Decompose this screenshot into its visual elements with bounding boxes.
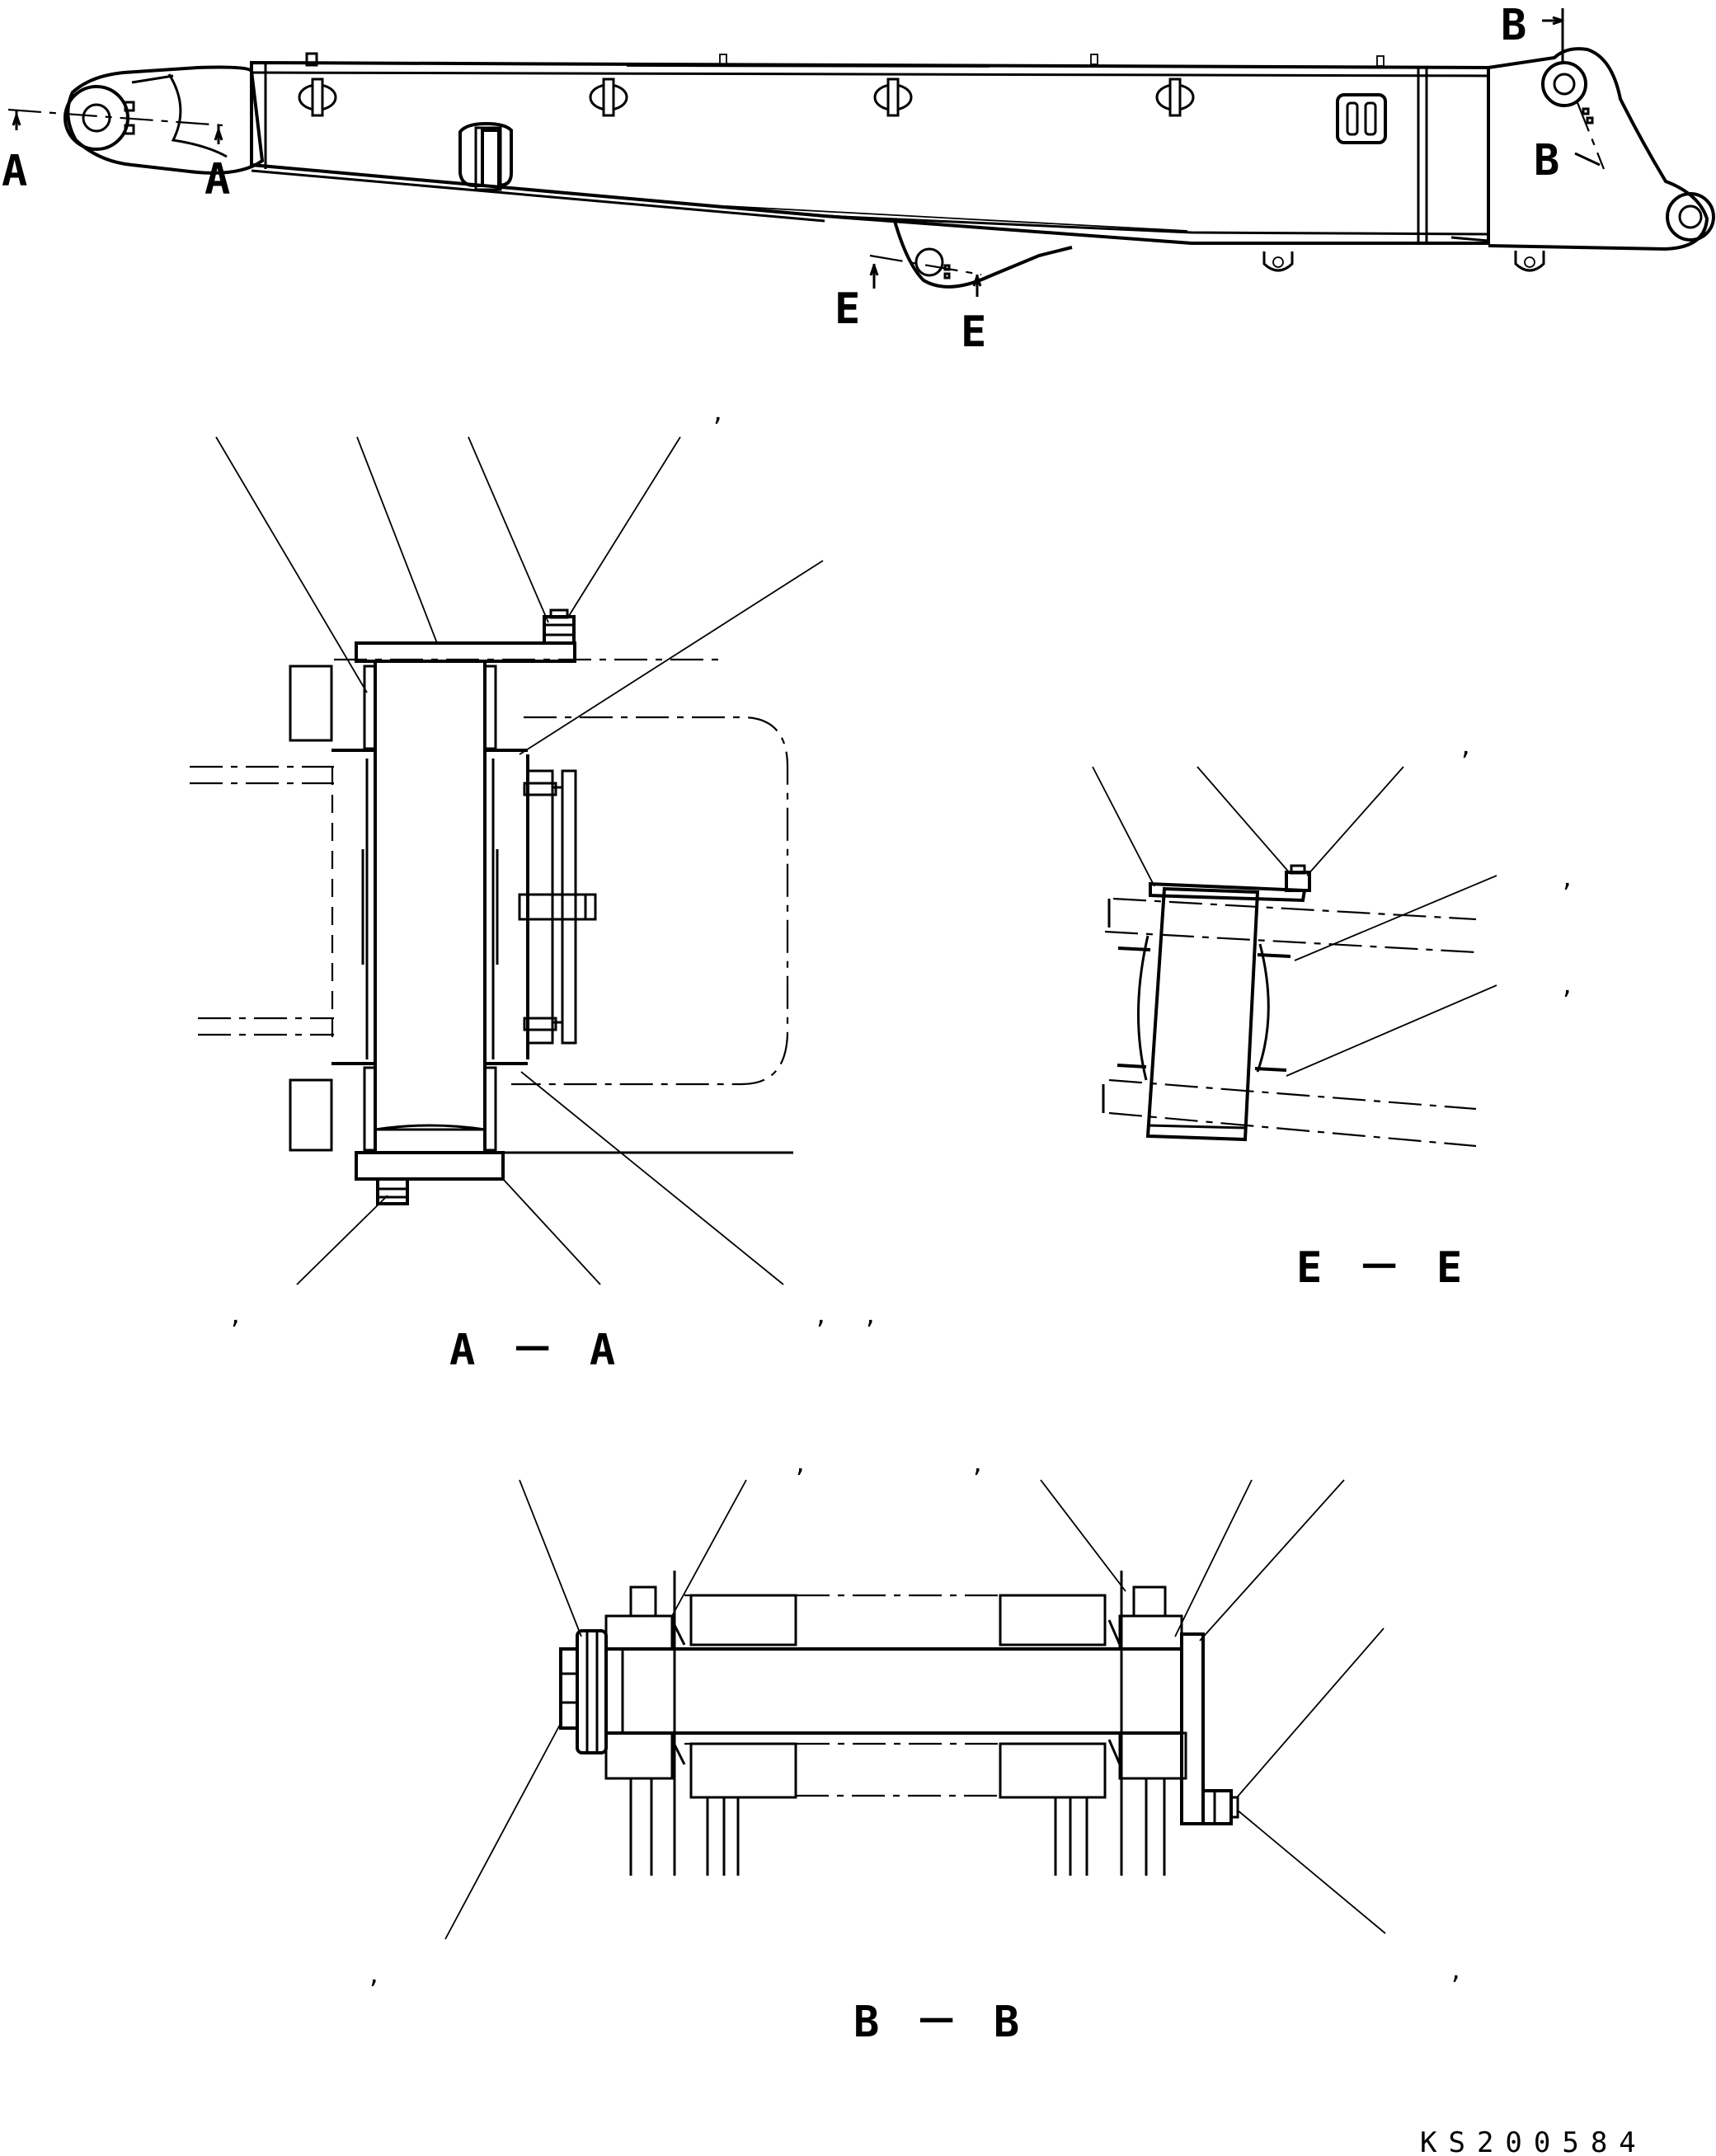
section-mark-a-left: A bbox=[2, 147, 27, 196]
aa-bottom-bolt bbox=[376, 1177, 409, 1205]
bb-bosses bbox=[604, 1571, 1187, 1876]
ee-bolt bbox=[1285, 864, 1311, 892]
access-plate bbox=[1336, 93, 1387, 144]
ee-comma-2: , bbox=[1563, 861, 1572, 894]
aa-leader-lines bbox=[215, 436, 824, 1285]
section-ee-title: E － E bbox=[1296, 1243, 1467, 1293]
boom-foot bbox=[1450, 47, 1715, 251]
boom-side-view: A A B B E E bbox=[2, 1, 1715, 357]
ee-comma-3: , bbox=[1563, 968, 1572, 1001]
section-ee-view: , , , E － E bbox=[1092, 729, 1572, 1293]
hose-clamp-bracket bbox=[458, 121, 513, 191]
aa-link-bracket bbox=[518, 754, 597, 1059]
bottom-tabs bbox=[1262, 251, 1545, 272]
section-line-aa bbox=[7, 108, 223, 144]
section-mark-b-bottom: B bbox=[1534, 136, 1559, 186]
aa-comma-2: , bbox=[231, 1298, 240, 1331]
bb-comma-4: , bbox=[1451, 1953, 1460, 1986]
ee-pin-body bbox=[1117, 881, 1307, 1142]
section-bb-title: B － B bbox=[853, 1998, 1024, 2047]
ee-leader-lines bbox=[1092, 766, 1497, 1077]
aa-comma-1: , bbox=[713, 395, 722, 428]
section-mark-a-right: A bbox=[205, 155, 230, 204]
bb-comma-1: , bbox=[796, 1446, 805, 1479]
aa-pin bbox=[374, 660, 487, 1154]
drawing-code: KS200584 bbox=[1420, 2126, 1648, 2156]
section-line-bb bbox=[1542, 8, 1606, 170]
bb-right-lockplate bbox=[1180, 1632, 1239, 1825]
bb-comma-2: , bbox=[973, 1446, 982, 1479]
section-line-ee bbox=[869, 254, 982, 297]
top-tabs bbox=[305, 52, 1385, 67]
section-bb-view: , , , , bbox=[369, 1446, 1460, 2047]
bb-left-nut bbox=[559, 1629, 608, 1754]
ee-comma-1: , bbox=[1461, 729, 1470, 762]
section-aa-view: , , , , bbox=[190, 395, 875, 1375]
aa-comma-4: , bbox=[866, 1298, 875, 1331]
bb-pin bbox=[604, 1647, 1183, 1735]
lifting-eye-fittings bbox=[298, 78, 1195, 117]
bb-comma-3: , bbox=[369, 1957, 378, 1990]
aa-top-bolt bbox=[543, 608, 576, 645]
section-mark-b-top: B bbox=[1501, 1, 1526, 50]
section-mark-e-left: E bbox=[834, 284, 860, 334]
boom-main-box bbox=[250, 60, 1490, 245]
aa-bushings bbox=[331, 665, 528, 1152]
section-aa-title: A － A bbox=[449, 1326, 620, 1375]
aa-comma-3: , bbox=[816, 1298, 825, 1331]
boom-nose-lug bbox=[63, 65, 265, 175]
section-mark-e-right: E bbox=[961, 308, 986, 357]
bb-leader-lines bbox=[444, 1479, 1386, 1940]
